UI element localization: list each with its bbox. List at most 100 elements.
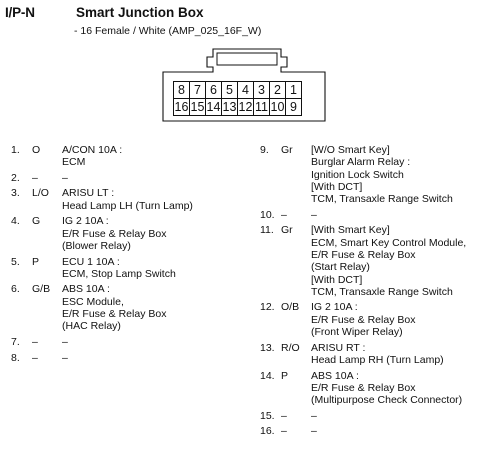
pin-number: 15. bbox=[260, 409, 275, 422]
description-line: – bbox=[62, 335, 68, 348]
wire-color: – bbox=[32, 351, 38, 364]
connector-code: I/P-N bbox=[5, 5, 35, 20]
circuit-description: IG 2 10A :E/R Fuse & Relay Box(Blower Re… bbox=[62, 215, 166, 252]
wire-color: P bbox=[32, 255, 40, 268]
pin-entry: 11. Gr [With Smart Key]ECM, Smart Key Cont… bbox=[260, 224, 466, 298]
description-line: ECM, Stop Lamp Switch bbox=[62, 267, 176, 280]
pin-number: 14. bbox=[260, 369, 275, 382]
pin-number: 12. bbox=[260, 301, 275, 314]
pin-number: 3. bbox=[11, 187, 20, 200]
description-line: IG 2 10A : bbox=[62, 215, 109, 228]
pin-list-right: 9. Gr [W/O Smart Key]Burglar Alarm Relay :… bbox=[260, 144, 466, 441]
pin-cell: 5 bbox=[221, 81, 238, 99]
wire-color: – bbox=[281, 208, 287, 221]
circuit-description: – bbox=[311, 410, 317, 422]
description-line: (HAC Relay) bbox=[62, 320, 121, 333]
wire-color: Gr bbox=[281, 224, 293, 237]
pin-number: 7. bbox=[11, 335, 20, 348]
wire-color: O/B bbox=[281, 301, 300, 314]
circuit-description: ABS 10A :E/R Fuse & Relay Box(Multipurpo… bbox=[311, 370, 462, 407]
circuit-description: – bbox=[311, 209, 317, 221]
pin-entry: 8.–– bbox=[11, 352, 193, 364]
circuit-description: A/CON 10A :ECM bbox=[62, 144, 122, 169]
description-line: – bbox=[62, 351, 68, 364]
description-line: ECM, Smart Key Control Module, bbox=[311, 236, 467, 249]
pin-number: 13. bbox=[260, 341, 275, 354]
wire-color: P bbox=[281, 369, 289, 382]
description-line: (Multipurpose Check Connector) bbox=[311, 394, 463, 407]
description-line: [With DCT] bbox=[311, 273, 363, 286]
pin-cell: 14 bbox=[205, 98, 222, 116]
description-line: Burglar Alarm Relay : bbox=[311, 156, 411, 169]
pin-cell: 11 bbox=[253, 98, 270, 116]
description-line: – bbox=[62, 171, 68, 184]
pin-cell: 3 bbox=[253, 81, 270, 99]
wire-color: G bbox=[32, 215, 41, 228]
pin-cell: 10 bbox=[269, 98, 286, 116]
pin-number: 4. bbox=[11, 215, 20, 228]
circuit-description: ARISU RT :Head Lamp RH (Turn Lamp) bbox=[311, 342, 444, 367]
wire-color: – bbox=[32, 171, 38, 184]
wire-color: G/B bbox=[32, 283, 51, 296]
description-line: ECU 1 10A : bbox=[62, 255, 120, 268]
description-line: ARISU RT : bbox=[311, 341, 366, 354]
pin-number: 10. bbox=[260, 208, 275, 221]
circuit-description: ABS 10A :ESC Module,E/R Fuse & Relay Box… bbox=[62, 283, 166, 332]
pin-entry: 14. P ABS 10A :E/R Fuse & Relay Box(Multip… bbox=[260, 370, 466, 407]
circuit-description: [W/O Smart Key]Burglar Alarm Relay :Igni… bbox=[311, 144, 453, 205]
description-line: E/R Fuse & Relay Box bbox=[62, 308, 167, 321]
pin-number: 5. bbox=[11, 255, 20, 268]
wire-color: O bbox=[32, 144, 41, 156]
pin-cell: 16 bbox=[173, 98, 190, 116]
description-line: (Front Wiper Relay) bbox=[311, 326, 403, 339]
pin-entry: 4. G IG 2 10A :E/R Fuse & Relay Box(Blower… bbox=[11, 215, 193, 252]
pin-cell: 6 bbox=[205, 81, 222, 99]
description-line: ARISU LT : bbox=[62, 187, 115, 200]
circuit-description: IG 2 10A :E/R Fuse & Relay Box(Front Wip… bbox=[311, 301, 415, 338]
pin-entry: 7.–– bbox=[11, 336, 193, 348]
wire-color: L/O bbox=[32, 187, 49, 200]
pin-number: 9. bbox=[260, 144, 269, 156]
description-line: TCM, Transaxle Range Switch bbox=[311, 193, 453, 206]
description-line: ABS 10A : bbox=[62, 283, 110, 296]
wire-color: – bbox=[32, 335, 38, 348]
description-line: – bbox=[311, 409, 317, 422]
description-line: IG 2 10A : bbox=[311, 301, 358, 314]
circuit-description: ECU 1 10A :ECM, Stop Lamp Switch bbox=[62, 256, 176, 281]
description-line: TCM, Transaxle Range Switch bbox=[311, 285, 453, 298]
circuit-description: – bbox=[62, 336, 68, 348]
pin-cell: 7 bbox=[189, 81, 206, 99]
pin-number: 16. bbox=[260, 425, 275, 438]
connector-subtitle: - 16 Female / White (AMP_025_16F_W) bbox=[74, 25, 262, 37]
description-line: Head Lamp LH (Turn Lamp) bbox=[62, 199, 193, 212]
pin-cell: 8 bbox=[173, 81, 190, 99]
pin-entry: 9.Gr[W/O Smart Key]Burglar Alarm Relay :… bbox=[260, 144, 466, 205]
circuit-description: – bbox=[311, 425, 317, 437]
pin-cell: 9 bbox=[285, 98, 302, 116]
description-line: [With Smart Key] bbox=[311, 224, 390, 237]
connector-housing-outline bbox=[162, 48, 326, 122]
circuit-description: ARISU LT :Head Lamp LH (Turn Lamp) bbox=[62, 187, 193, 212]
description-line: ABS 10A : bbox=[311, 369, 359, 382]
description-line: Ignition Lock Switch bbox=[311, 168, 404, 181]
pin-number: 2. bbox=[11, 171, 20, 184]
description-line: ESC Module, bbox=[62, 295, 124, 308]
pin-cell: 1 bbox=[285, 81, 302, 99]
wire-color: – bbox=[281, 409, 287, 422]
page-title: Smart Junction Box bbox=[76, 5, 204, 20]
description-line: E/R Fuse & Relay Box bbox=[311, 381, 416, 394]
description-line: – bbox=[311, 208, 317, 221]
pin-number: 11. bbox=[260, 224, 274, 237]
pin-cell: 15 bbox=[189, 98, 206, 116]
pin-cell: 13 bbox=[221, 98, 238, 116]
wire-color: – bbox=[281, 425, 287, 438]
description-line: – bbox=[311, 425, 317, 438]
description-line: (Start Relay) bbox=[311, 261, 370, 274]
